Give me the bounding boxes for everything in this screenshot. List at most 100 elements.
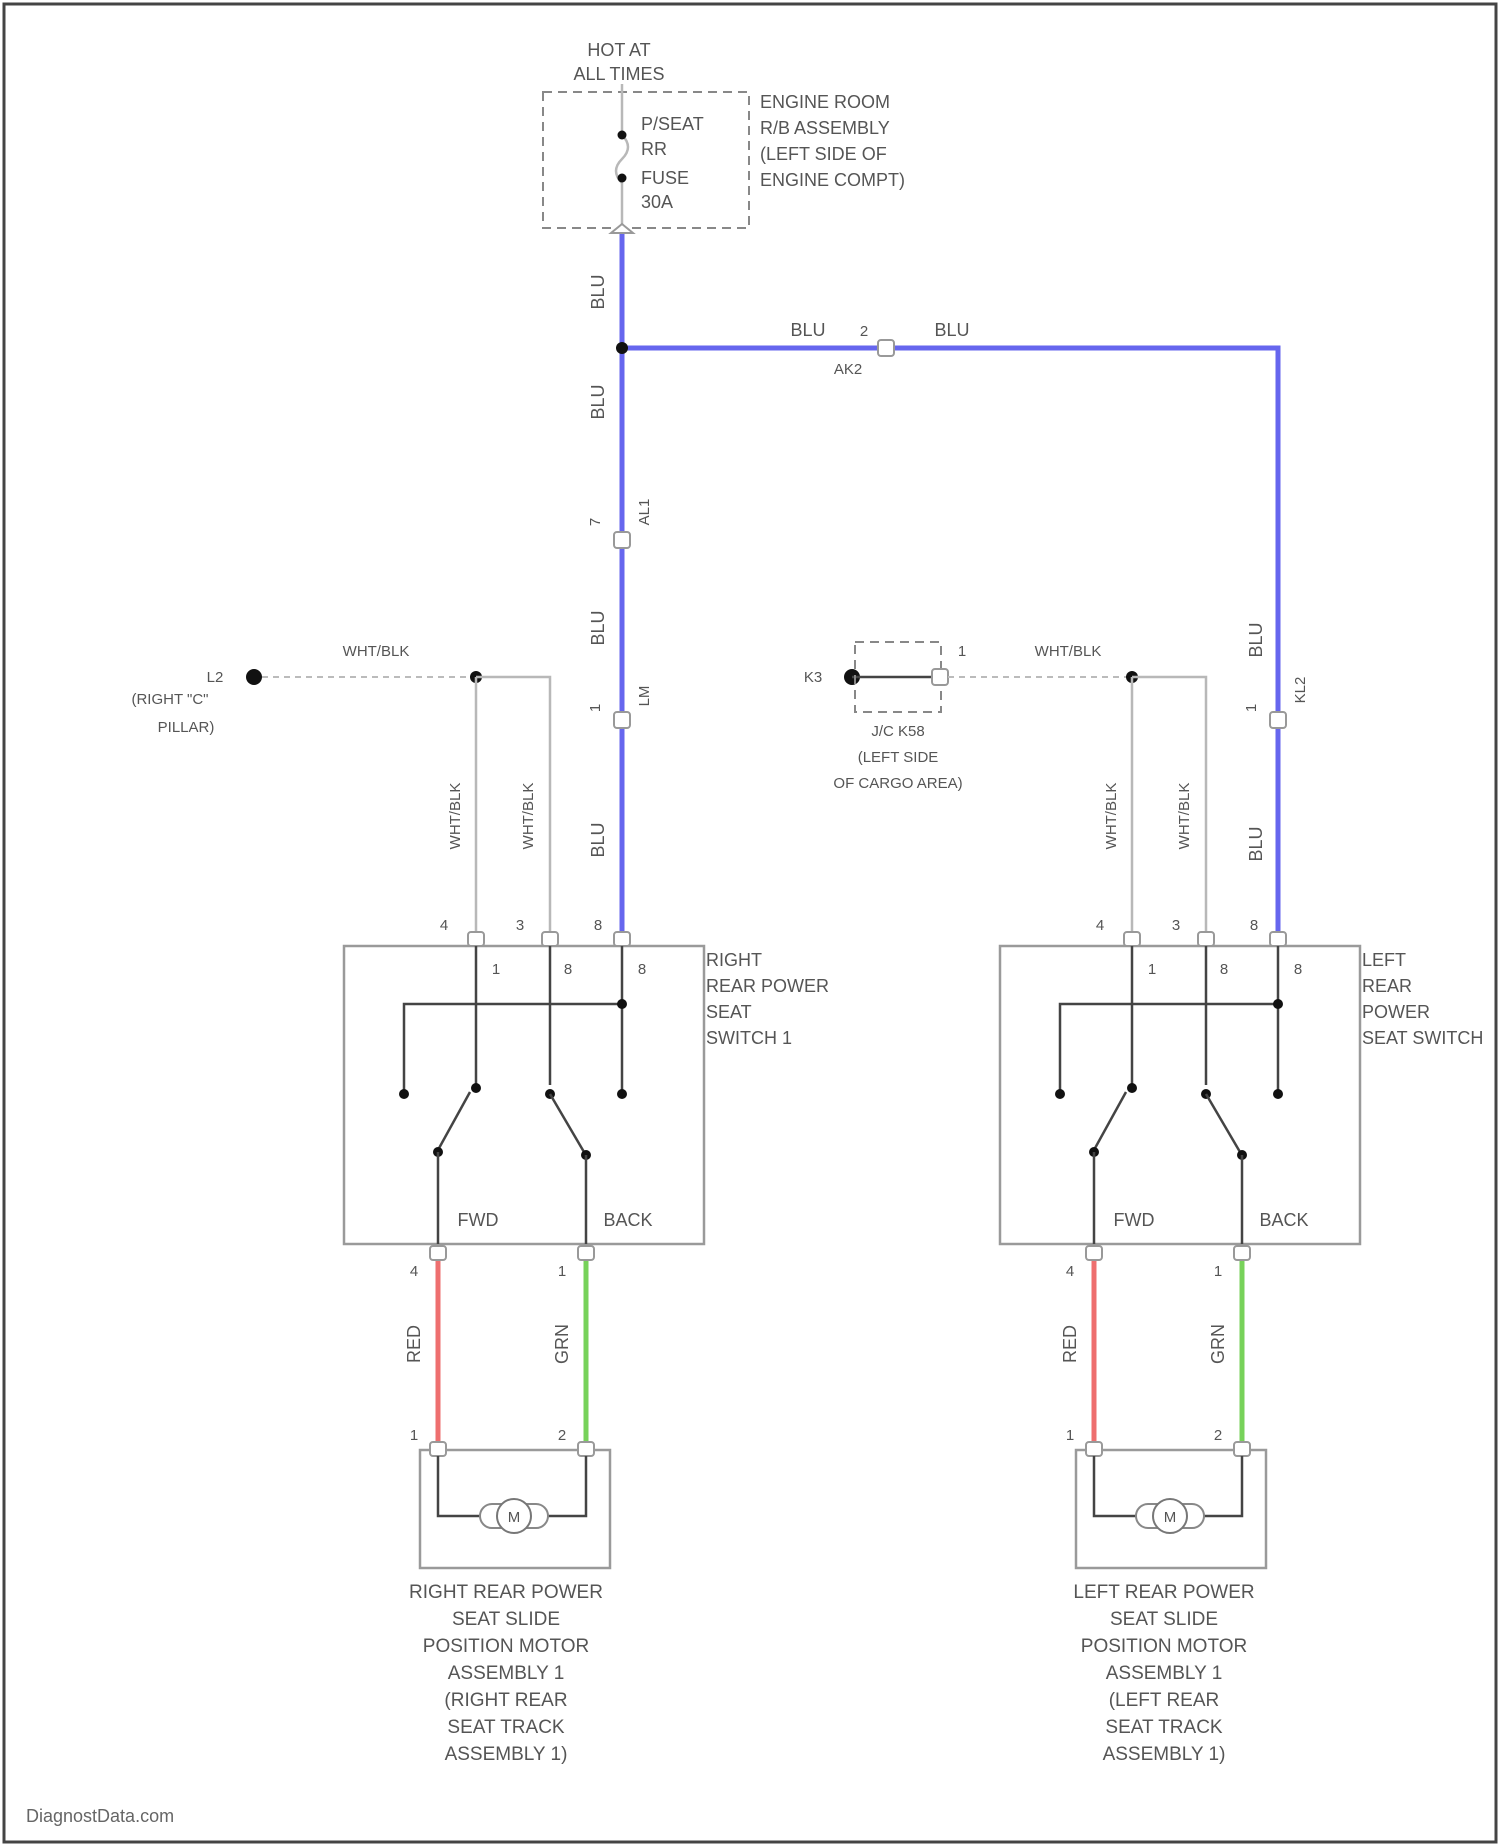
right-switch-ext-pin-2: 3 bbox=[516, 917, 524, 934]
left-switch-connector-3 bbox=[1270, 932, 1286, 946]
left-switch-ext-pin-1: 4 bbox=[1096, 917, 1104, 934]
right-switch-ext-pin-1: 4 bbox=[440, 917, 448, 934]
right-motor-pin-1: 1 bbox=[410, 1427, 418, 1444]
left-switch-out-pin-back: 1 bbox=[1214, 1263, 1222, 1280]
right-motor-pin-2: 2 bbox=[558, 1427, 566, 1444]
hot-label-1: HOT AT bbox=[587, 40, 650, 60]
right-motor-connector-2 bbox=[578, 1442, 594, 1456]
right-switch-title-3: SEAT bbox=[706, 1002, 752, 1022]
blu-label-6: BLU bbox=[1246, 826, 1266, 861]
left-motor-label-5: (LEFT REAR bbox=[1109, 1690, 1220, 1711]
right-switch-bus bbox=[404, 1004, 622, 1094]
relay-box-label-1: ENGINE ROOM bbox=[760, 92, 890, 112]
left-switch-out-connector-fwd bbox=[1086, 1246, 1102, 1260]
kl2-pin-label: 1 bbox=[1243, 704, 1260, 712]
right-switch-title-1: RIGHT bbox=[706, 950, 762, 970]
right-motor-lead-1 bbox=[438, 1456, 482, 1516]
right-switch-back-label: BACK bbox=[603, 1210, 652, 1230]
ground-point-l2 bbox=[246, 669, 262, 685]
left-switch-lever-back bbox=[1206, 1094, 1240, 1152]
right-switch-pin-3: 8 bbox=[638, 961, 646, 978]
right-motor-label-1: RIGHT REAR POWER bbox=[409, 1582, 603, 1603]
left-switch-fwd-label: FWD bbox=[1114, 1210, 1155, 1230]
left-switch-title-1: LEFT bbox=[1362, 950, 1406, 970]
right-switch-contact-d bbox=[617, 1089, 627, 1099]
whtblk-label-left-ground: WHT/BLK bbox=[1035, 643, 1102, 660]
red-label-right: RED bbox=[404, 1325, 424, 1363]
left-motor-label-6: SEAT TRACK bbox=[1105, 1717, 1223, 1738]
right-switch-out-connector-fwd bbox=[430, 1246, 446, 1260]
right-switch-contact-a bbox=[399, 1089, 409, 1099]
grn-label-left: GRN bbox=[1208, 1324, 1228, 1364]
right-motor-label-4: ASSEMBLY 1 bbox=[448, 1663, 565, 1684]
left-switch-contact-d bbox=[1273, 1089, 1283, 1099]
ak2-pin-label: 2 bbox=[860, 323, 868, 340]
right-motor-symbol: M bbox=[508, 1509, 521, 1526]
right-motor-label-6: SEAT TRACK bbox=[447, 1717, 565, 1738]
left-rear-power-seat-switch: 4 3 8 1 8 8 FWD BACK LEFT REAR POWER SEA… bbox=[1000, 917, 1483, 1244]
whtblk-wire-right-2 bbox=[476, 677, 550, 942]
fuse-label-1: P/SEAT bbox=[641, 114, 704, 134]
right-switch-connector-3 bbox=[614, 932, 630, 946]
ak2-label: AK2 bbox=[834, 361, 862, 378]
right-switch-bus-node bbox=[617, 999, 627, 1009]
left-switch-ext-pin-3: 8 bbox=[1250, 917, 1258, 934]
jc-pin-label: 1 bbox=[958, 643, 966, 660]
left-motor-connector-2 bbox=[1234, 1442, 1250, 1456]
right-switch-connector-2 bbox=[542, 932, 558, 946]
right-switch-contact-b bbox=[471, 1083, 481, 1093]
left-motor-label-3: POSITION MOTOR bbox=[1081, 1636, 1247, 1657]
right-motor-label-7: ASSEMBLY 1) bbox=[445, 1744, 568, 1765]
left-motor-label-4: ASSEMBLY 1 bbox=[1106, 1663, 1223, 1684]
blu-label-7: BLU bbox=[790, 320, 825, 340]
fuse-label-3: FUSE bbox=[641, 168, 689, 188]
kl2-connector bbox=[1270, 712, 1286, 728]
right-switch-out-connector-back bbox=[578, 1246, 594, 1260]
right-switch-lever-back bbox=[550, 1094, 584, 1152]
right-switch-title-2: REAR POWER bbox=[706, 976, 829, 996]
left-motor-symbol: M bbox=[1164, 1509, 1177, 1526]
lm-label: LM bbox=[636, 686, 653, 707]
left-motor-connector-1 bbox=[1086, 1442, 1102, 1456]
left-switch-title-2: REAR bbox=[1362, 976, 1412, 996]
left-switch-box bbox=[1000, 946, 1360, 1244]
left-switch-ext-pin-2: 3 bbox=[1172, 917, 1180, 934]
left-switch-pin-1: 1 bbox=[1148, 961, 1156, 978]
whtblk-label-left-1: WHT/BLK bbox=[1103, 783, 1120, 850]
whtblk-label-right-2: WHT/BLK bbox=[520, 783, 537, 850]
left-switch-bus bbox=[1060, 1004, 1278, 1094]
whtblk-wire-left-2 bbox=[1132, 677, 1206, 942]
left-switch-bus-node bbox=[1273, 999, 1283, 1009]
relay-box-label-3: (LEFT SIDE OF bbox=[760, 144, 887, 164]
jc-label-1: J/C K58 bbox=[871, 723, 924, 740]
right-motor-connector-1 bbox=[430, 1442, 446, 1456]
left-motor-label-1: LEFT REAR POWER bbox=[1073, 1582, 1254, 1603]
left-switch-pin-2: 8 bbox=[1220, 961, 1228, 978]
right-switch-title-4: SWITCH 1 bbox=[706, 1028, 792, 1048]
ground-k3-id: K3 bbox=[804, 669, 822, 686]
right-switch-ext-pin-3: 8 bbox=[594, 917, 602, 934]
lm-pin-label: 1 bbox=[587, 704, 604, 712]
red-label-left: RED bbox=[1060, 1325, 1080, 1363]
left-switch-contact-a bbox=[1055, 1089, 1065, 1099]
ground-l2-id: L2 bbox=[207, 669, 224, 686]
whtblk-label-right-1: WHT/BLK bbox=[447, 783, 464, 850]
fuse-label-4: 30A bbox=[641, 192, 673, 212]
right-motor-label-2: SEAT SLIDE bbox=[452, 1609, 560, 1630]
al1-label: AL1 bbox=[636, 499, 653, 526]
left-motor-label-2: SEAT SLIDE bbox=[1110, 1609, 1218, 1630]
left-rear-seat-slide-motor: 1 2 M bbox=[1066, 1427, 1266, 1568]
page-border bbox=[4, 4, 1496, 1842]
left-switch-lever-fwd bbox=[1094, 1092, 1126, 1150]
fuse-terminal-top bbox=[618, 131, 627, 140]
left-switch-out-pin-fwd: 4 bbox=[1066, 1263, 1074, 1280]
whtblk-label-right-ground: WHT/BLK bbox=[343, 643, 410, 660]
left-switch-title-4: SEAT SWITCH bbox=[1362, 1028, 1483, 1048]
fuse-output-connector bbox=[611, 224, 633, 233]
ak2-connector bbox=[878, 340, 894, 356]
left-motor-label-7: ASSEMBLY 1) bbox=[1103, 1744, 1226, 1765]
blu-wire-to-left-switch bbox=[622, 348, 1278, 940]
al1-pin-label: 7 bbox=[587, 518, 604, 526]
right-rear-seat-slide-motor: 1 2 M bbox=[410, 1427, 610, 1568]
al1-connector bbox=[614, 532, 630, 548]
